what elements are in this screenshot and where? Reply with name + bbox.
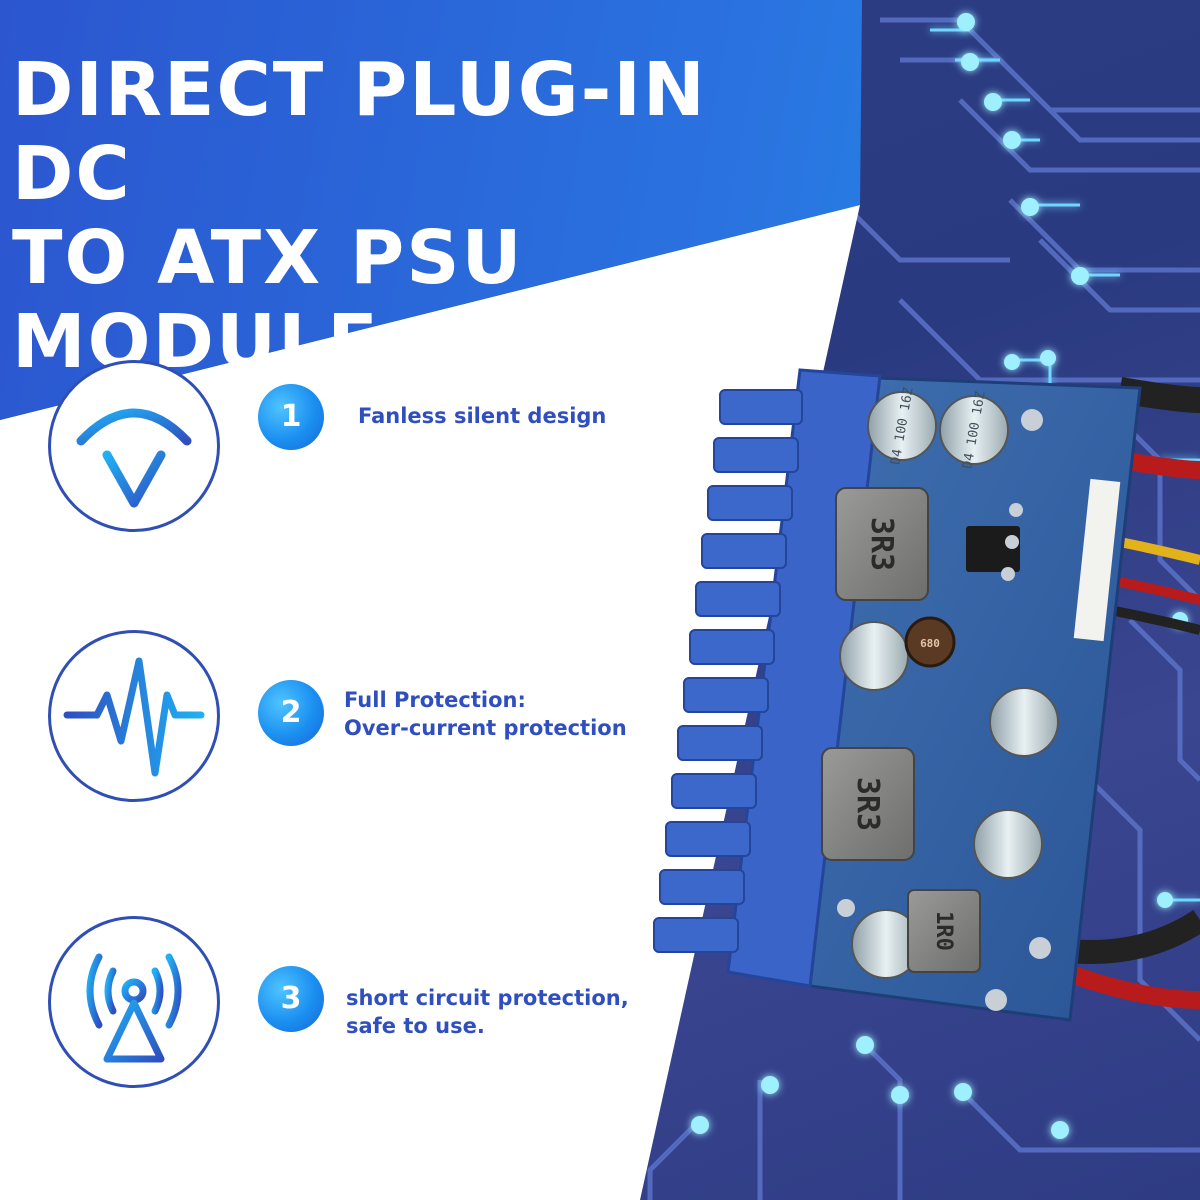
ic-chip bbox=[966, 526, 1020, 572]
antenna-tower-icon bbox=[86, 953, 182, 1063]
feature-1-text: Fanless silent design bbox=[358, 402, 606, 430]
feature-1-icon-circle bbox=[48, 360, 220, 532]
psu-module-image: D4 100 16Z D4 100 16Z 3R3 3R3 1R0 680 bbox=[653, 368, 1200, 1022]
feature-2-text: Full Protection: Over-current protection bbox=[344, 686, 627, 742]
inductor-bottom-marking: 3R3 bbox=[850, 777, 885, 831]
inductor-top-marking: 3R3 bbox=[864, 517, 899, 571]
feature-3-line-1: short circuit protection, bbox=[346, 986, 629, 1010]
feature-1-number-badge: 1 bbox=[258, 384, 324, 450]
fanless-v-icon bbox=[76, 408, 192, 508]
feature-2-number-badge: 2 bbox=[258, 680, 324, 746]
capacitors bbox=[839, 391, 1059, 979]
feature-3-number-badge: 3 bbox=[258, 966, 324, 1032]
feature-3-line-2: safe to use. bbox=[346, 1014, 485, 1038]
inductors bbox=[821, 487, 981, 973]
feature-3-icon-circle bbox=[48, 916, 220, 1088]
feature-1-line-1: Fanless silent design bbox=[358, 404, 607, 428]
solder-pads bbox=[837, 409, 1051, 1011]
page-title: DIRECT PLUG-IN DC TO ATX PSU MODULE bbox=[12, 48, 852, 384]
feature-3-text: short circuit protection, safe to use. bbox=[346, 984, 629, 1040]
feature-2-line-1: Full Protection: bbox=[344, 688, 526, 712]
pulse-wave-icon bbox=[63, 657, 205, 777]
feature-2-line-2: Over-current protection bbox=[344, 716, 627, 740]
inductor-small-marking: 1R0 bbox=[931, 911, 956, 951]
feature-2-icon-circle bbox=[48, 630, 220, 802]
title-line-2: TO ATX PSU MODULE bbox=[12, 215, 524, 385]
title-line-1: DIRECT PLUG-IN DC bbox=[12, 47, 707, 217]
coil-marking: 680 bbox=[920, 637, 940, 650]
